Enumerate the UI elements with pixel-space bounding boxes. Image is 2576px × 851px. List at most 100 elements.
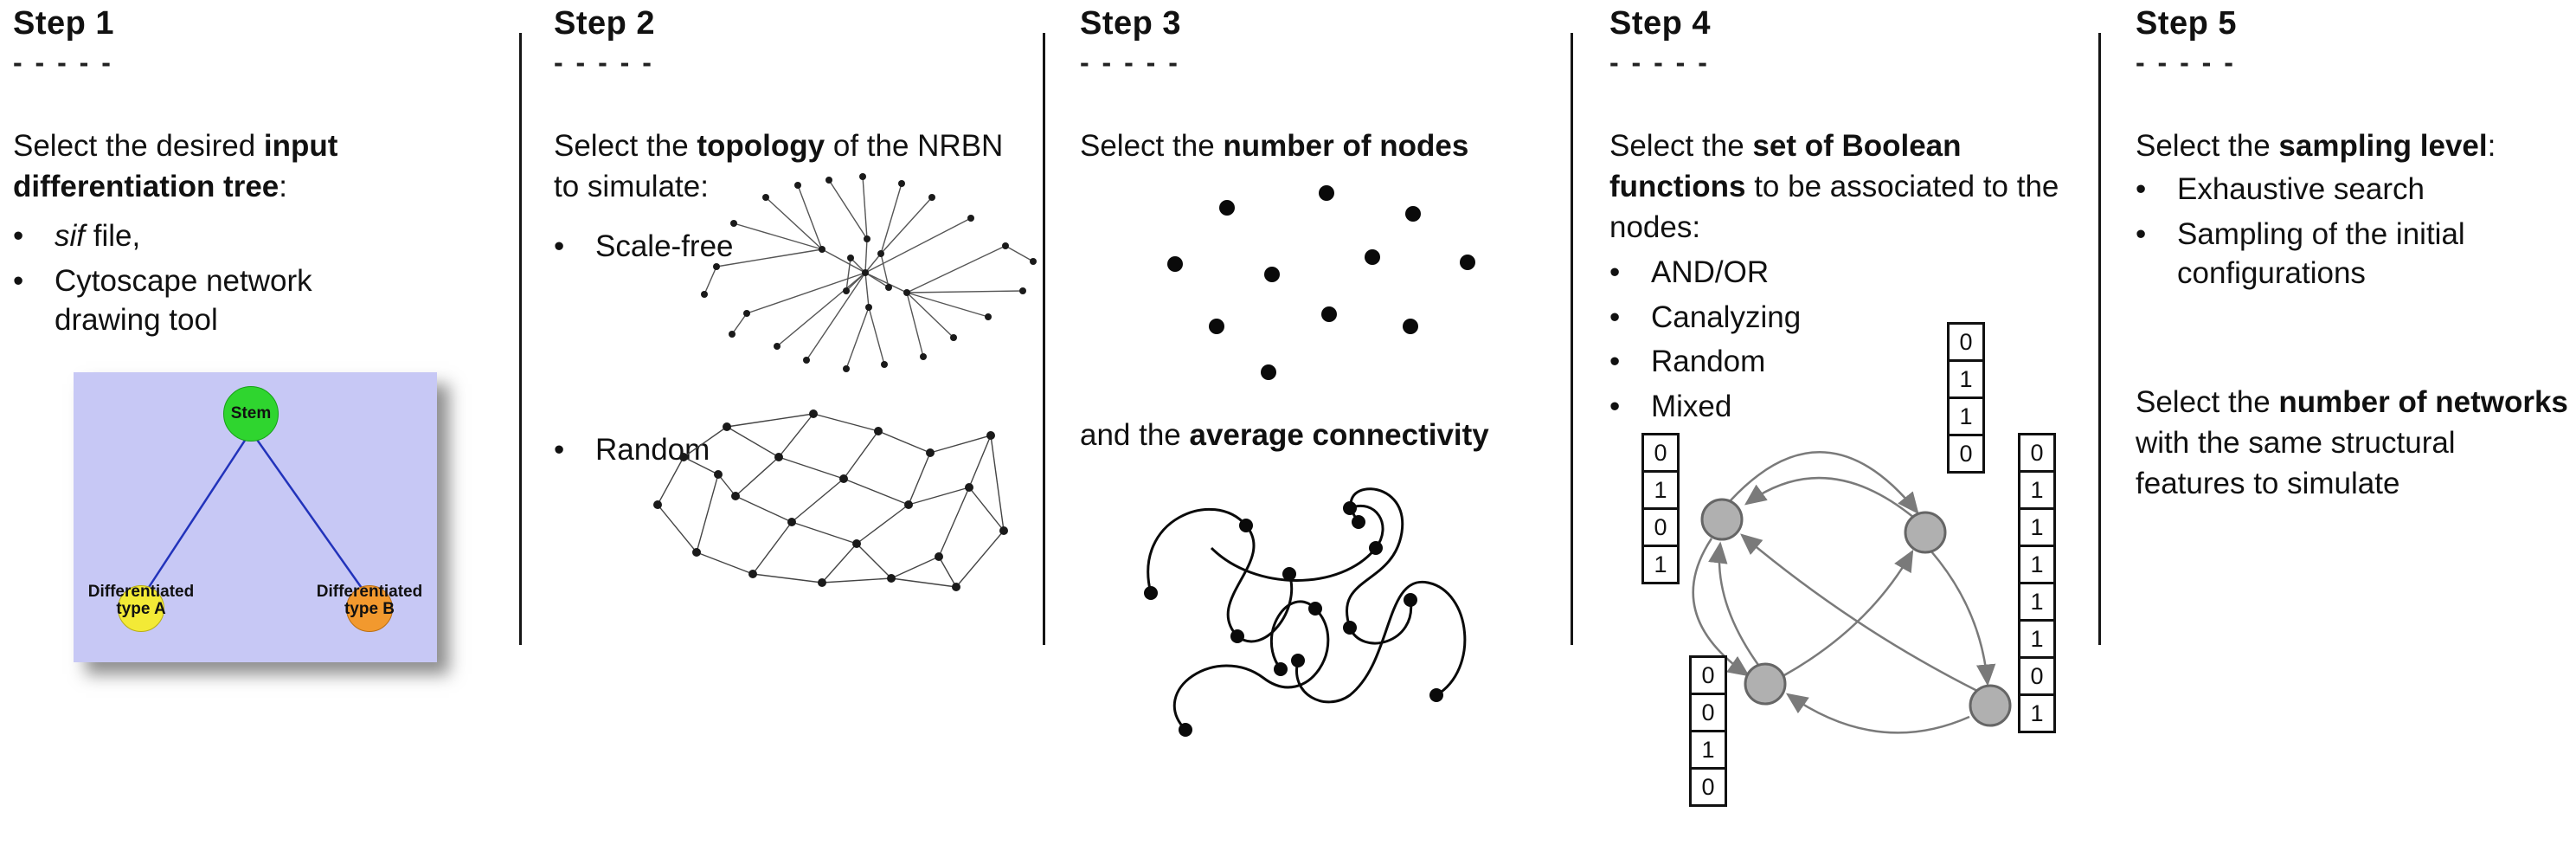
step-5-intro: Select the sampling level: xyxy=(2136,126,2573,167)
bullet-marker: • xyxy=(554,229,565,263)
intro-text: Select the xyxy=(1080,129,1224,163)
bullet-text: sif file, xyxy=(55,216,463,256)
truth-cell: 0 xyxy=(1947,434,1985,474)
text: with the same structural features to sim… xyxy=(2136,425,2456,500)
bullet-text-rest: file, xyxy=(85,219,141,253)
boolean-node-b xyxy=(1904,511,1947,554)
text: Select the xyxy=(2136,385,2279,419)
bullet-cytoscape: • Cytoscape network drawing tool xyxy=(13,261,463,340)
text-bold: average connectivity xyxy=(1189,418,1489,452)
truth-cell: 1 xyxy=(1947,396,1985,436)
truth-cell: 1 xyxy=(2018,619,2056,659)
bullet-exhaustive-search: • Exhaustive search xyxy=(2136,170,2551,210)
step-1-bullet-list: • sif file, • Cytoscape network drawing … xyxy=(13,216,463,345)
step-2-title: Step 2 xyxy=(554,5,656,42)
bullet-text: Scale-free xyxy=(595,229,734,263)
truth-cell: 1 xyxy=(1641,545,1680,584)
bullet-marker: • xyxy=(554,433,565,467)
stem-node: Stem xyxy=(223,386,279,442)
bullet-marker: • xyxy=(1609,255,1621,289)
step-1-column: Step 1 - - - - - Select the desired inpu… xyxy=(13,0,502,851)
step-5-second-text: Select the number of networks with the s… xyxy=(2136,383,2573,505)
tree-edges-graphic xyxy=(139,430,371,600)
stem-node-label: Stem xyxy=(230,404,272,422)
scale-free-network-graphic xyxy=(701,173,1037,372)
intro-text: : xyxy=(279,169,287,203)
truth-cell: 1 xyxy=(2018,545,2056,584)
text-bold: number of networks xyxy=(2278,385,2568,419)
truth-cell: 1 xyxy=(1947,359,1985,399)
nodes-dots-graphic xyxy=(1167,185,1475,380)
step-1-dashes: - - - - - xyxy=(13,47,113,78)
truth-cell: 1 xyxy=(1689,730,1727,770)
truth-table-top: 0 1 1 0 xyxy=(1947,322,1985,474)
intro-text-bold: number of nodes xyxy=(1223,129,1469,163)
intro-text: Select the xyxy=(2136,129,2279,163)
bullet-marker: • xyxy=(2136,216,2147,251)
bullet-marker: • xyxy=(13,219,24,253)
truth-cell: 1 xyxy=(2018,582,2056,622)
differentiated-type-b-label: Differentiated type B xyxy=(316,583,423,618)
bullet-text: Canalyzing xyxy=(1651,300,1802,334)
intro-text: Select the desired xyxy=(13,129,264,163)
truth-cell: 1 xyxy=(2018,693,2056,733)
truth-cell: 1 xyxy=(2018,507,2056,547)
text: and the xyxy=(1080,418,1190,452)
truth-cell: 0 xyxy=(1947,322,1985,362)
connectivity-tangle-graphic xyxy=(1144,487,1467,737)
random-network-graphic xyxy=(653,409,1008,591)
step-2-dashes: - - - - - xyxy=(554,47,654,78)
boolean-node-d xyxy=(1969,684,2012,727)
intro-text: Select the xyxy=(554,129,697,163)
bullet-marker: • xyxy=(1609,389,1621,423)
truth-table-right: 0 1 1 1 1 1 0 1 xyxy=(2018,433,2056,733)
bullet-canalyzing: • Canalyzing xyxy=(1609,298,1938,338)
bullet-mixed: • Mixed xyxy=(1609,387,1938,427)
column-divider-4 xyxy=(2098,33,2101,645)
topology-bullet-scale-free: • Scale-free xyxy=(554,227,839,272)
intro-text: : xyxy=(2487,129,2496,163)
topology-bullet-random: • Random xyxy=(554,430,839,475)
step-4-intro: Select the set of Boolean functions to b… xyxy=(1609,126,2094,248)
step-5-title: Step 5 xyxy=(2136,5,2238,42)
truth-cell: 1 xyxy=(1641,470,1680,510)
truth-cell: 0 xyxy=(1641,507,1680,547)
bullet-sif-file: • sif file, xyxy=(13,216,463,256)
differentiated-type-b-node xyxy=(346,585,393,632)
boolean-node-a xyxy=(1700,498,1744,541)
bullet-random: • Random xyxy=(1609,342,1938,382)
intro-text: of the NRBN to simulate: xyxy=(554,129,1004,203)
truth-cell: 0 xyxy=(1689,767,1727,807)
differentiated-type-a-label: Differentiated type A xyxy=(87,583,195,618)
truth-cell: 0 xyxy=(2018,656,2056,696)
step-4-dashes: - - - - - xyxy=(1609,47,1710,78)
step-3-intro: Select the number of nodes xyxy=(1080,126,1564,167)
bullet-text-italic: sif xyxy=(55,219,85,253)
truth-table-bottom: 0 0 1 0 xyxy=(1689,655,1727,807)
truth-table-left: 0 1 0 1 xyxy=(1641,433,1680,584)
intro-text-bold: set of Boolean functions xyxy=(1609,129,1962,203)
boolean-node-c xyxy=(1744,662,1787,706)
intro-text-bold: topology xyxy=(697,129,825,163)
bullet-text: Sampling of the initial configurations xyxy=(2177,216,2465,291)
bullet-and-or: • AND/OR xyxy=(1609,253,1938,293)
differentiated-type-a-node xyxy=(118,585,164,632)
step-3-title: Step 3 xyxy=(1080,5,1182,42)
column-divider-2 xyxy=(1043,33,1045,645)
intro-text-bold: sampling level xyxy=(2278,129,2488,163)
intro-text: to be associated to the nodes: xyxy=(1609,169,2059,244)
column-divider-3 xyxy=(1571,33,1573,645)
step-1-title: Step 1 xyxy=(13,5,115,42)
differentiation-tree-panel: Stem Differentiated type A Differentiate… xyxy=(74,372,437,662)
step-1-intro: Select the desired input differentiation… xyxy=(13,126,498,208)
bullet-text: Cytoscape network drawing tool xyxy=(55,263,312,338)
bullet-text: AND/OR xyxy=(1651,255,1770,289)
bullet-text: Exhaustive search xyxy=(2177,172,2425,206)
intro-text: Select the xyxy=(1609,129,1753,163)
bullet-text: Random xyxy=(1651,345,1766,378)
bullet-marker: • xyxy=(13,263,24,298)
truth-cell: 1 xyxy=(2018,470,2056,510)
intro-text-bold: input differentiation tree xyxy=(13,129,338,203)
boolean-network-graphic xyxy=(1692,451,2012,734)
column-divider-1 xyxy=(519,33,522,645)
